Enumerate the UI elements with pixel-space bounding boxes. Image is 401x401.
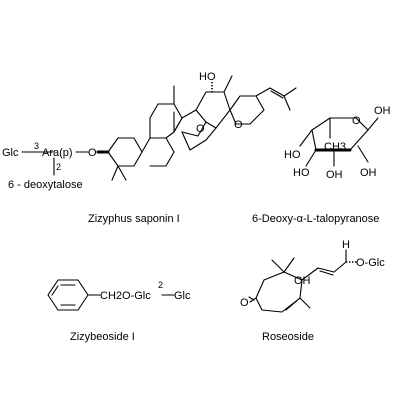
talo-methyl: CH3 — [324, 141, 346, 153]
zizybeoside-link-number: 2 — [158, 280, 163, 290]
saponin-link-number: 3 — [34, 141, 39, 151]
saponin-bridge-oxygen: O — [196, 123, 205, 135]
talo-oh-3: OH — [326, 169, 343, 181]
saponin-glc-label: Glc — [2, 147, 19, 159]
zizybeoside-terminal-sugar: Glc — [174, 290, 191, 302]
zizybeoside-linker: CH2O-Glc — [100, 290, 151, 302]
saponin-caption: Zizyphus saponin I — [88, 213, 180, 225]
roseoside-structure: O OH H O-Glc Roseoside — [240, 239, 385, 343]
saponin-link-number-2: 2 — [56, 162, 61, 172]
talo-oh-2: HO — [293, 167, 310, 179]
saponin-o-link: O — [88, 147, 97, 159]
zizybeoside-structure: CH2O-Glc 2 Glc Zizybeoside I — [47, 279, 191, 343]
talo-oh-4: OH — [360, 167, 377, 179]
saponin-hydroxyl: HO — [199, 71, 216, 83]
talopyranose-structure: O OH CH3 HO HO OH OH 6-Deoxy-α-L-talopyr… — [252, 105, 391, 225]
talo-oh-1: HO — [284, 149, 301, 161]
talopyranose-caption: 6-Deoxy-α-L-talopyranose — [252, 213, 379, 225]
talo-ring-oxygen: O — [352, 115, 361, 127]
roseoside-glycoside: O-Glc — [356, 257, 385, 269]
roseoside-hydroxyl: OH — [294, 275, 311, 287]
saponin-pyran-oxygen: O — [234, 119, 243, 131]
zizybeoside-caption: Zizybeoside I — [70, 331, 135, 343]
saponin-structure: Glc 3 Ara(p) 2 6 - deoxytalose O O HO — [2, 71, 297, 225]
saponin-ara-label: Ara(p) — [42, 147, 73, 159]
roseoside-ketone-oxygen: O — [240, 297, 249, 309]
roseoside-hydrogen: H — [342, 239, 350, 251]
roseoside-caption: Roseoside — [262, 331, 314, 343]
saponin-deoxy-sugar: 6 - deoxytalose — [8, 179, 83, 191]
talo-anomeric-oh: OH — [374, 105, 391, 117]
